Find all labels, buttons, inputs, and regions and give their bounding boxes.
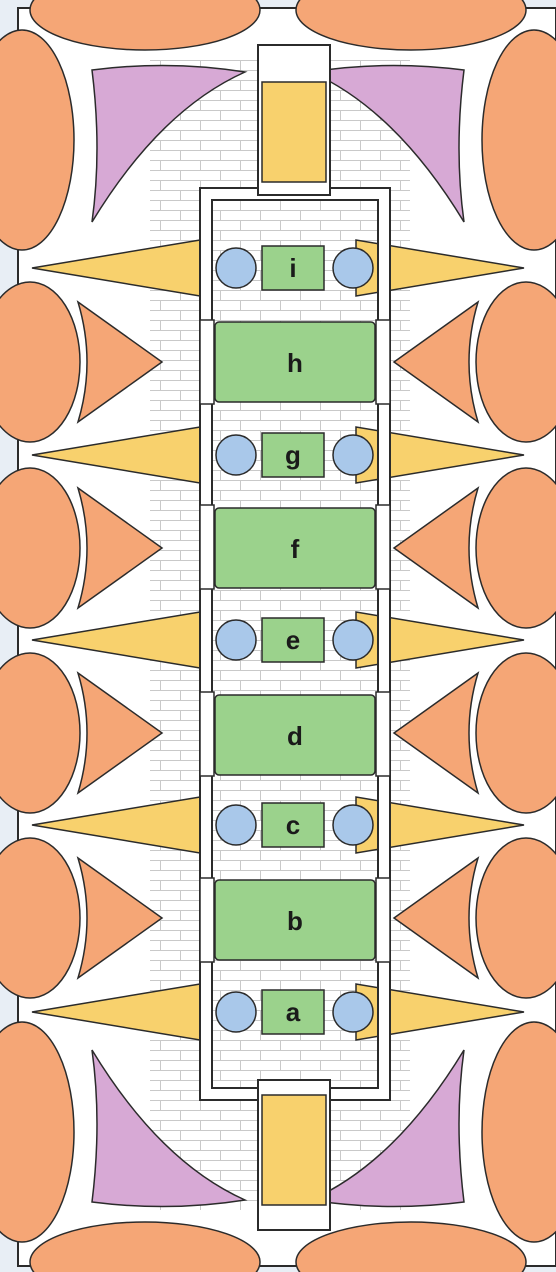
side-lobe-left bbox=[0, 837, 164, 999]
right-blue-column bbox=[332, 247, 374, 289]
room-b-label: b bbox=[287, 906, 303, 936]
bottom-yellow-passage bbox=[261, 1094, 327, 1206]
corner-top-lobe bbox=[295, 0, 527, 51]
orange-arrow-petal bbox=[392, 671, 480, 795]
side-lobe-left bbox=[0, 467, 164, 629]
right-pillar bbox=[375, 877, 391, 963]
orange-arrow-petal bbox=[76, 856, 164, 980]
right-blue-column bbox=[332, 991, 374, 1033]
corner-bottom-left bbox=[0, 1021, 261, 1272]
side-lobe-right bbox=[392, 837, 556, 999]
room-g-label: g bbox=[285, 440, 301, 470]
room-e-label: e bbox=[286, 625, 300, 655]
room-d-box bbox=[214, 694, 376, 776]
right-blue-column bbox=[332, 434, 374, 476]
central-column bbox=[199, 44, 391, 1231]
orange-side-lobe bbox=[475, 467, 556, 629]
room-e: e bbox=[215, 617, 374, 663]
orange-side-lobe bbox=[0, 837, 81, 999]
room-f-label: f bbox=[291, 534, 300, 564]
corner-top-left bbox=[0, 0, 261, 251]
room-a-box bbox=[261, 989, 325, 1035]
corner-side-lobe bbox=[0, 1021, 75, 1243]
side-ornaments bbox=[0, 239, 556, 1041]
room-a: a bbox=[215, 989, 374, 1035]
room-d: d bbox=[214, 694, 376, 776]
corner-side-lobe bbox=[0, 29, 75, 251]
corner-top-lobe bbox=[29, 1221, 261, 1272]
corner-top-lobe bbox=[29, 0, 261, 51]
right-pillar bbox=[375, 319, 391, 405]
right-blue-column bbox=[332, 804, 374, 846]
left-blue-column bbox=[215, 991, 257, 1033]
orange-side-lobe bbox=[475, 652, 556, 814]
orange-arrow-petal bbox=[76, 486, 164, 610]
orange-side-lobe bbox=[475, 281, 556, 443]
corner-side-lobe bbox=[481, 29, 556, 251]
room-i-label: i bbox=[289, 253, 296, 283]
room-h: h bbox=[214, 321, 376, 403]
left-blue-column bbox=[215, 434, 257, 476]
room-b: b bbox=[214, 879, 376, 961]
right-pillar bbox=[375, 691, 391, 777]
room-i: i bbox=[215, 245, 374, 291]
orange-side-lobe bbox=[0, 281, 81, 443]
orange-side-lobe bbox=[0, 467, 81, 629]
left-pillar bbox=[199, 504, 215, 590]
orange-arrow-petal bbox=[392, 856, 480, 980]
rooms: h f d b i g e c a bbox=[214, 245, 376, 1035]
orange-side-lobe bbox=[0, 652, 81, 814]
room-h-label: h bbox=[287, 348, 303, 378]
left-pillar bbox=[199, 877, 215, 963]
room-g: g bbox=[215, 432, 374, 478]
room-a-label: a bbox=[286, 997, 301, 1027]
left-pillar bbox=[199, 319, 215, 405]
corner-top-lobe bbox=[295, 1221, 527, 1272]
room-g-box bbox=[261, 432, 325, 478]
right-blue-column bbox=[332, 619, 374, 661]
orange-arrow-petal bbox=[76, 300, 164, 424]
room-c-box bbox=[261, 802, 325, 848]
room-b-box bbox=[214, 879, 376, 961]
corner-side-lobe bbox=[481, 1021, 556, 1243]
room-e-box bbox=[261, 617, 325, 663]
room-i-box bbox=[261, 245, 325, 291]
room-f-box bbox=[214, 507, 376, 589]
room-d-label: d bbox=[287, 721, 303, 751]
side-lobe-right bbox=[392, 652, 556, 814]
left-blue-column bbox=[215, 804, 257, 846]
corner-purple-triangle bbox=[91, 64, 248, 223]
room-c: c bbox=[215, 802, 374, 848]
left-blue-column bbox=[215, 247, 257, 289]
corner-bottom-right bbox=[295, 1021, 556, 1272]
left-pillar bbox=[199, 691, 215, 777]
corner-purple-triangle bbox=[308, 1049, 465, 1208]
pillars bbox=[199, 319, 391, 963]
room-f: f bbox=[214, 507, 376, 589]
corner-purple-triangle bbox=[308, 64, 465, 223]
orange-side-lobe bbox=[475, 837, 556, 999]
top-yellow-passage bbox=[261, 81, 327, 183]
corner-purple-triangle bbox=[91, 1049, 248, 1208]
orange-arrow-petal bbox=[392, 486, 480, 610]
orange-arrow-petal bbox=[392, 300, 480, 424]
side-lobe-left bbox=[0, 281, 164, 443]
side-lobe-right bbox=[392, 281, 556, 443]
orange-arrow-petal bbox=[76, 671, 164, 795]
right-pillar bbox=[375, 504, 391, 590]
room-h-box bbox=[214, 321, 376, 403]
room-c-label: c bbox=[286, 810, 300, 840]
side-lobe-right bbox=[392, 467, 556, 629]
side-lobe-left bbox=[0, 652, 164, 814]
left-blue-column bbox=[215, 619, 257, 661]
corner-top-right bbox=[295, 0, 556, 251]
